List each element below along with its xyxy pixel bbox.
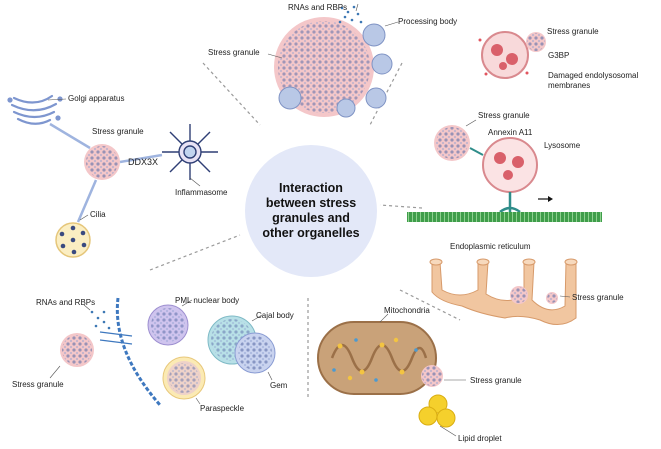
label-annexin: Annexin A11 (488, 128, 533, 137)
stress-granule-mito-group (421, 365, 443, 387)
nuclear-envelope (115, 297, 162, 406)
center-title: Interaction between stress granules and … (246, 181, 376, 241)
label-stress-granule-left: Stress granule (92, 127, 144, 136)
microtubule (407, 212, 602, 222)
label-paraspeckle: Paraspeckle (200, 404, 245, 413)
label-stress-granule-top: Stress granule (208, 48, 260, 57)
label-mitochondria: Mitochondria (384, 306, 430, 315)
paraspeckle (162, 356, 206, 400)
center-circle (245, 145, 377, 277)
processing-body-4 (278, 86, 302, 110)
center-line-1: Interaction (279, 181, 343, 195)
label-inflammasome: Inflammasome (175, 188, 228, 197)
label-stress-granule-lys: Stress granule (478, 111, 530, 120)
center-line-3: granules and (272, 211, 350, 225)
label-damaged-line-2: membranes (548, 81, 591, 90)
center-line-2: between stress (265, 196, 357, 210)
label-lysosome: Lysosome (544, 141, 581, 150)
lipid-droplet (418, 394, 456, 428)
label-damaged-line-1: Damaged endolysosomal (548, 71, 639, 80)
label-rnas-rbps-top: RNAs and RBPs (288, 3, 348, 12)
processing-body-1 (362, 23, 386, 47)
label-stress-granule-mito: Stress granule (470, 376, 522, 385)
label-stress-granule-tr: Stress granule (547, 27, 599, 36)
label-lipid-droplet: Lipid droplet (458, 434, 502, 443)
label-pml: PML nuclear body (175, 296, 240, 305)
lysosome (482, 137, 538, 193)
label-processing-body: Processing body (398, 17, 458, 26)
stress-granule-left-group (84, 144, 120, 180)
rna-dots-top (338, 5, 363, 24)
lysosome-group (407, 119, 602, 222)
stress-granule-bl-group (60, 333, 94, 367)
label-g3bp: G3BP (548, 51, 570, 60)
processing-body-5 (336, 98, 356, 118)
label-gem: Gem (270, 381, 288, 390)
label-stress-granule-bl: Stress granule (12, 380, 64, 389)
processing-body-3 (365, 87, 387, 109)
label-ddx3x: DDX3X (128, 157, 159, 167)
rna-dots-bl (90, 310, 111, 330)
top-stress-granule-group (267, 3, 399, 118)
processing-body-2 (371, 53, 393, 75)
mitochondria (317, 321, 437, 395)
label-cajal: Cajal body (256, 311, 294, 320)
damaged-endolysosome (481, 31, 529, 79)
gem (234, 332, 276, 374)
label-golgi: Golgi apparatus (68, 94, 125, 103)
endoplasmic-reticulum (429, 258, 578, 325)
label-rnas-rbps-bl: RNAs and RBPs (36, 298, 96, 307)
nuclear-pore (99, 331, 133, 345)
inflammasome (162, 124, 218, 180)
cilia (55, 222, 91, 258)
damaged-endolysosome-group (478, 31, 546, 79)
golgi-apparatus (7, 94, 63, 125)
label-cilia: Cilia (90, 210, 106, 219)
pml-nuclear-body (147, 304, 189, 346)
label-er: Endoplasmic reticulum (450, 242, 531, 251)
center-line-4: other organelles (262, 226, 360, 240)
dashed-connectors (149, 62, 461, 398)
label-stress-granule-er: Stress granule (572, 293, 624, 302)
